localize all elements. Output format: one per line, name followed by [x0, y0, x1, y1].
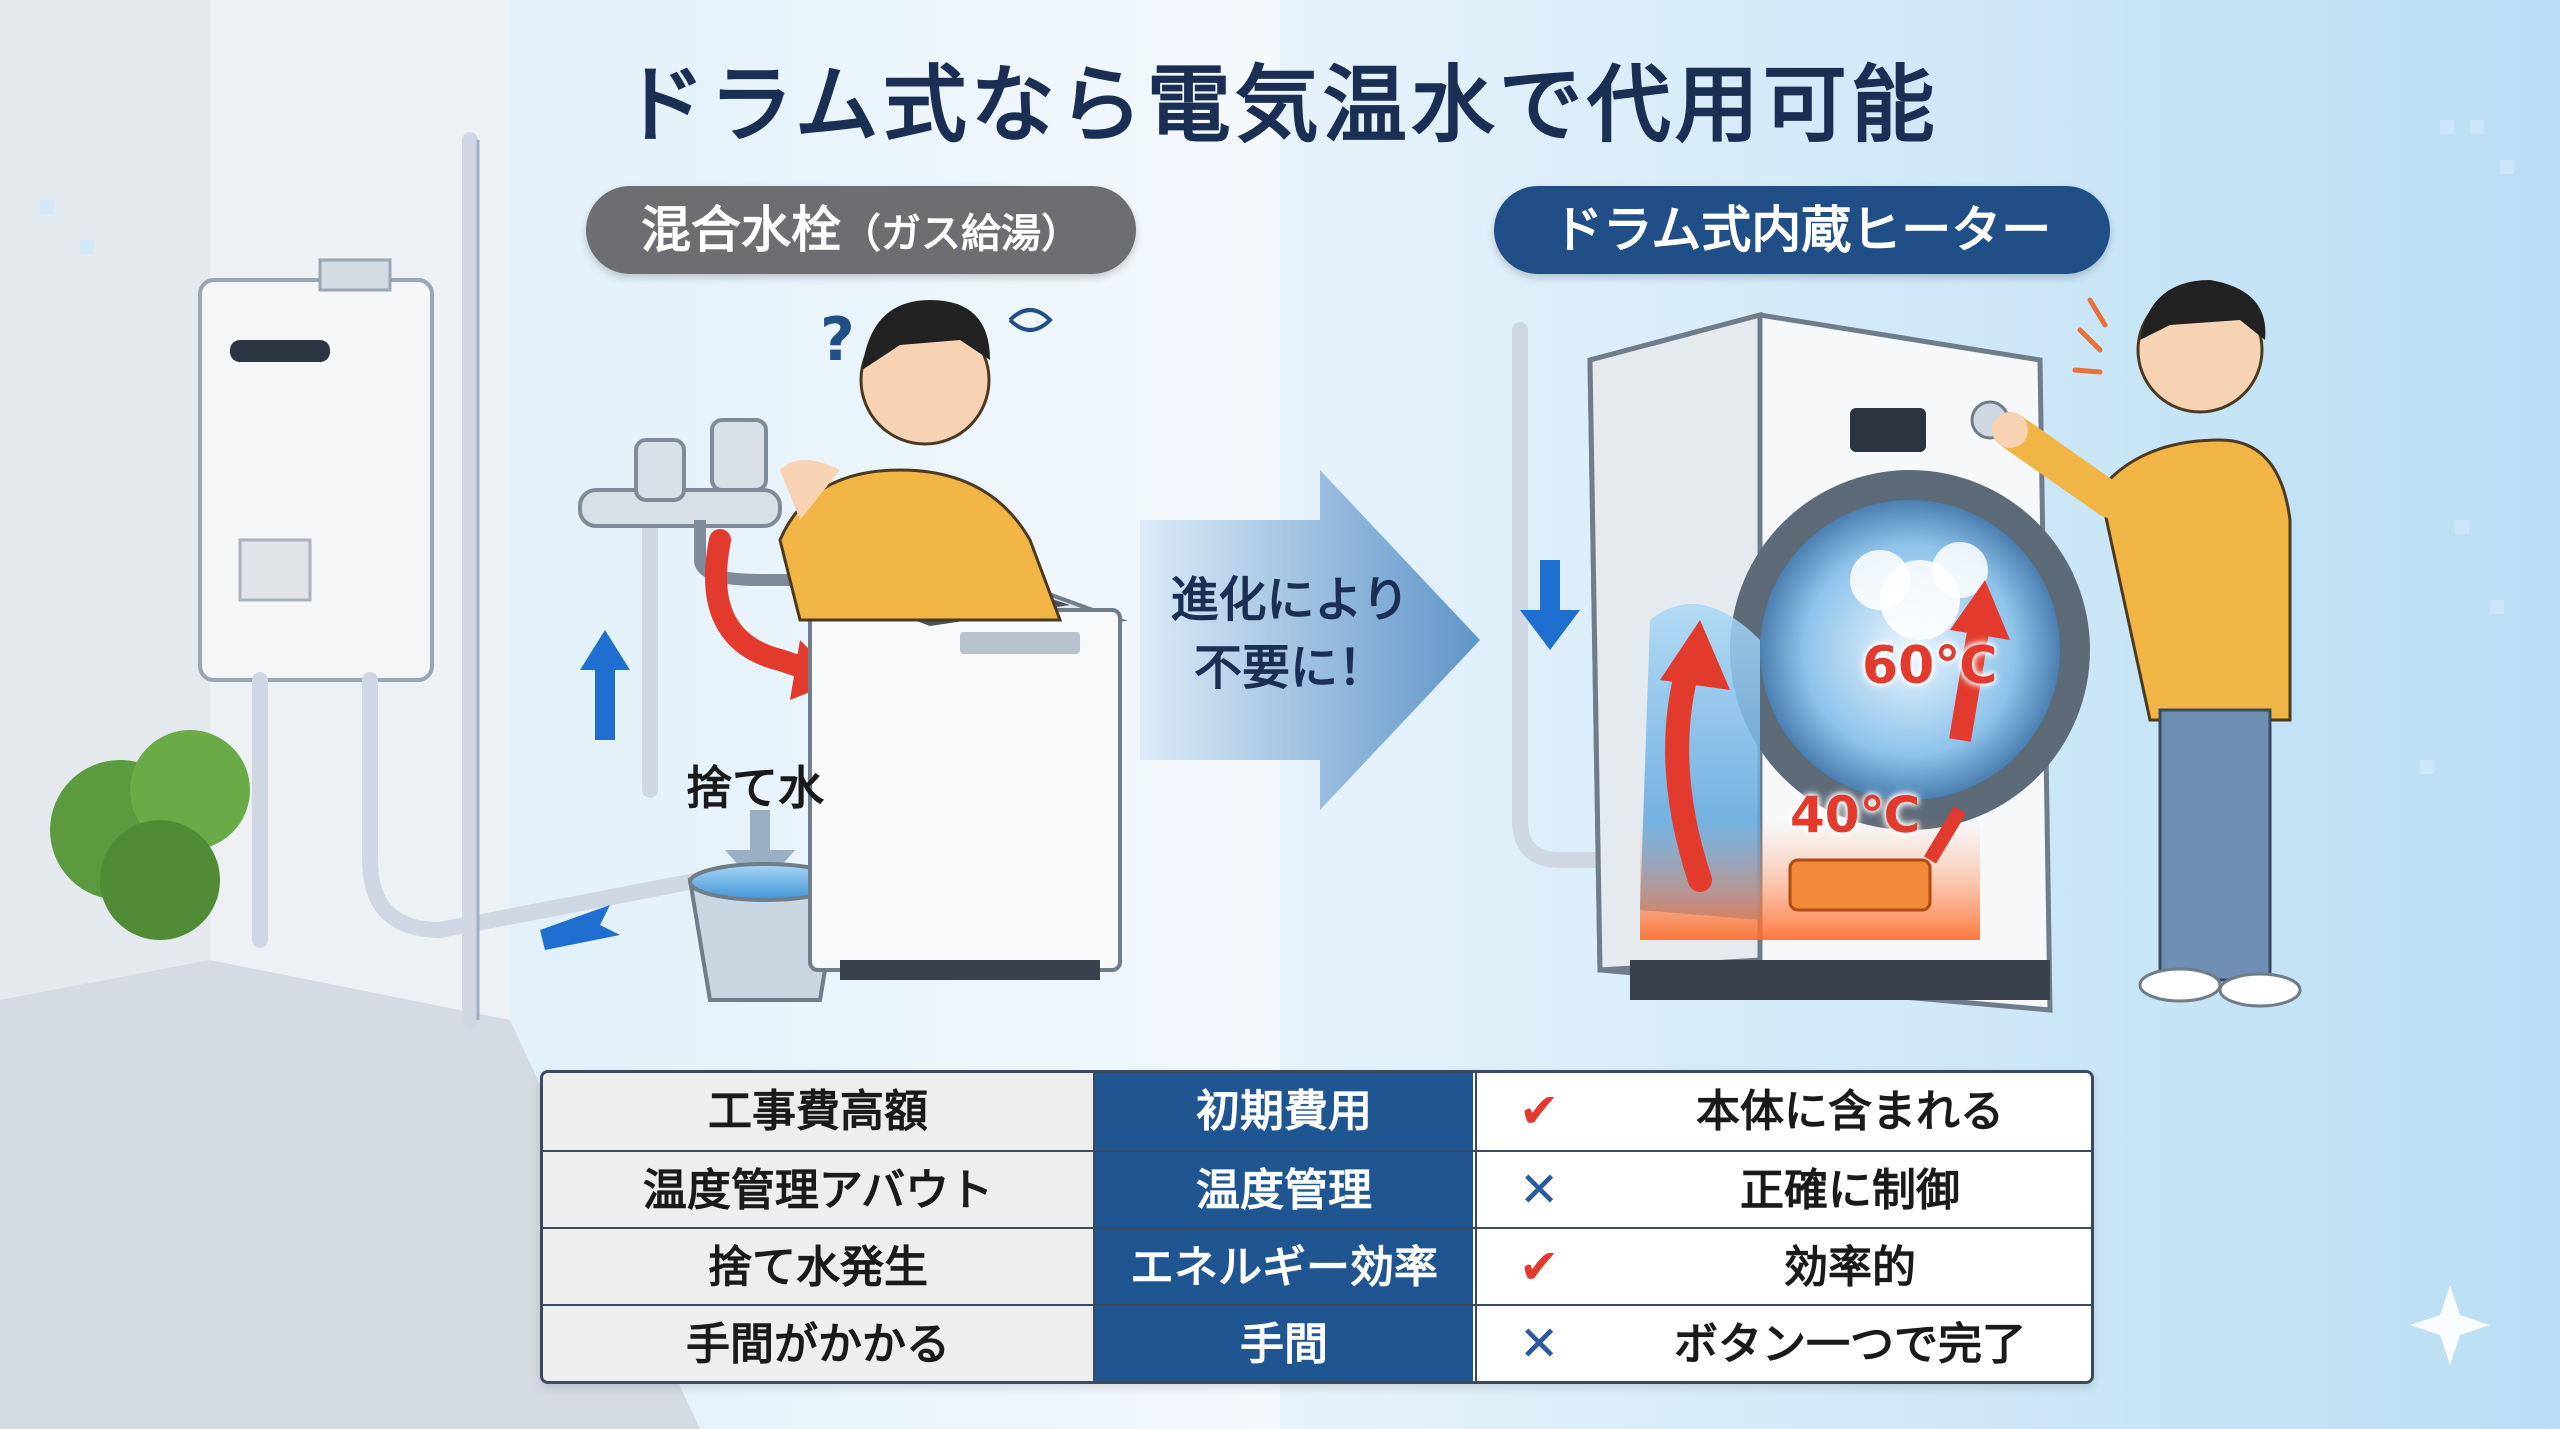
temp-high-label: 60℃ [1862, 636, 1998, 696]
left-heading-sub: （ガス給湯） [841, 211, 1081, 257]
left-heading: 混合水栓 [641, 201, 841, 259]
criterion-cell: 温度管理 [1095, 1152, 1473, 1229]
svg-text:?: ? [820, 305, 855, 375]
temp-low-label: 40℃ [1790, 786, 1921, 844]
old-method-cell: 温度管理アバウト [543, 1152, 1095, 1229]
new-method-cell: ✔ 本体に含まれる [1475, 1073, 2091, 1150]
check-icon: ✔ [1519, 1083, 1560, 1139]
worried-person [778, 300, 1063, 622]
sparkle-icon [2410, 1285, 2490, 1365]
cross-icon: ✕ [1519, 1162, 1560, 1218]
gas-water-heater [198, 258, 434, 682]
table-row: 工事費高額 初期費用 ✔ 本体に含まれる [543, 1073, 2091, 1150]
check-icon: ✔ [1519, 1239, 1560, 1295]
comparison-table: 工事費高額 初期費用 ✔ 本体に含まれる 温度管理アバウト 温度管理 ✕ 正確に… [540, 1070, 2094, 1384]
new-method-label: 正確に制御 [1740, 1165, 1960, 1216]
table-row: 捨て水発生 エネルギー効率 ✔ 効率的 [543, 1227, 2091, 1306]
transition-arrow [1140, 470, 1480, 810]
transition-text-line1: 進化により [1170, 572, 1410, 628]
criterion-cell: 手間 [1095, 1306, 1473, 1381]
criterion-cell: エネルギー効率 [1095, 1229, 1473, 1306]
right-heading-pill: ドラム式内蔵ヒーター [1494, 186, 2110, 274]
criterion-cell: 初期費用 [1095, 1073, 1473, 1150]
cross-icon: ✕ [1519, 1316, 1560, 1372]
transition-text: 進化により 不要に！ [1150, 566, 1430, 702]
drum-washer [1587, 311, 2090, 1013]
left-heading-pill: 混合水栓（ガス給湯） [586, 186, 1136, 274]
bush-icon [50, 730, 250, 940]
smiling-person [1992, 280, 2302, 1008]
new-method-cell: ✕ 正確に制御 [1475, 1152, 2091, 1229]
new-method-label: 効率的 [1784, 1242, 1916, 1293]
new-method-cell: ✕ ボタン一つで完了 [1475, 1306, 2091, 1381]
table-row: 手間がかかる 手間 ✕ ボタン一つで完了 [543, 1304, 2091, 1381]
bucket [687, 862, 843, 1002]
page-title: ドラム式なら電気温水で代用可能 [621, 56, 1939, 154]
transition-text-line2: 不要に！ [1193, 640, 1386, 696]
old-method-cell: 手間がかかる [543, 1306, 1095, 1381]
new-method-label: 本体に含まれる [1696, 1086, 2004, 1137]
table-row: 温度管理アバウト 温度管理 ✕ 正確に制御 [543, 1150, 2091, 1229]
new-method-label: ボタン一つで完了 [1674, 1319, 2026, 1370]
waste-water-label: 捨て水 [686, 761, 824, 815]
new-method-cell: ✔ 効率的 [1475, 1229, 2091, 1306]
old-method-cell: 捨て水発生 [543, 1229, 1095, 1306]
old-method-cell: 工事費高額 [543, 1073, 1095, 1150]
top-load-washer [802, 577, 1128, 980]
